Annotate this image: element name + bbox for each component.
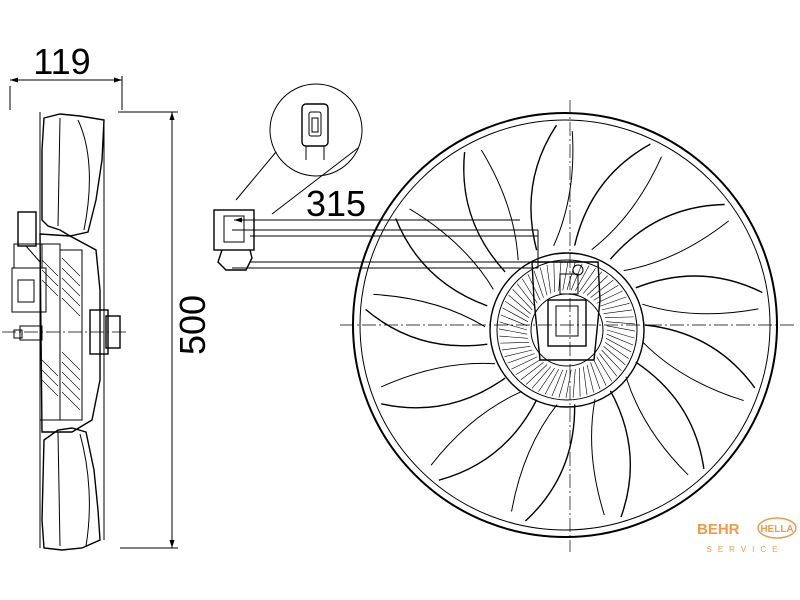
clutch-cooling-fin (606, 321, 635, 325)
fan-blade-leading-edge (381, 377, 506, 409)
clutch-cooling-fin (499, 335, 528, 339)
behr-logo-text: BEHR (697, 521, 740, 538)
clutch-cooling-fin (565, 369, 572, 399)
fan-blade-leading-edge (365, 308, 488, 347)
hella-logo-oval (757, 517, 797, 539)
clutch-cooling-fin (500, 342, 529, 344)
hella-logo-text: HELLA (760, 524, 793, 535)
fan-blade-leading-edge (635, 361, 705, 470)
clutch-cooling-fin (516, 283, 535, 307)
clutch-cooling-fin (540, 267, 548, 296)
fan-blade-leading-edge (573, 143, 651, 246)
clutch-cooling-fin (499, 321, 528, 331)
clutch-cooling-fin (606, 325, 636, 332)
clutch-cooling-fin (605, 338, 632, 353)
fan-blade-leading-edge (635, 275, 763, 294)
side-view: 119 500 (2, 41, 213, 551)
fan-blade-leading-edge (463, 151, 506, 273)
clutch-cooling-fin (575, 265, 590, 292)
fan-blade-trailing-edge (409, 208, 494, 290)
clutch-cooling-fin (603, 309, 633, 315)
clutch-cooling-fin (599, 353, 618, 377)
fan-blade-trailing-edge (430, 391, 522, 466)
clutch-cooling-fin (498, 328, 528, 335)
fan-blade-trailing-edge (642, 342, 744, 402)
clutch-cooling-fin (579, 368, 581, 397)
clutch-cooling-fin (558, 369, 568, 398)
clutch-cooling-fin (596, 290, 623, 304)
clutch-cooling-fin (596, 356, 612, 382)
fan-blade-leading-edge (438, 399, 538, 481)
clutch-cooling-fin (544, 368, 559, 395)
fan-blade-trailing-edge (380, 362, 496, 388)
service-logo-text: SERVICE (707, 545, 784, 554)
clutch-cooling-fin (504, 349, 533, 357)
clutch-cooling-fin (586, 364, 594, 393)
clutch-cooling-fin (606, 329, 635, 339)
clutch-cooling-fin (522, 278, 538, 304)
fan-blade-trailing-edge (591, 156, 662, 250)
fan-blade-trailing-edge (373, 293, 486, 328)
clutch-cooling-fin (538, 367, 555, 392)
fan-blade-trailing-edge (480, 149, 519, 261)
clutch-cooling-fin (520, 362, 544, 381)
clutch-cooling-fin (601, 349, 622, 372)
clutch-cooling-fin (515, 359, 541, 375)
dimension-depth-label: 119 (33, 41, 90, 82)
clutch-cooling-fin (582, 366, 588, 396)
clutch-cooling-fin (512, 288, 533, 311)
front-view: 315 (213, 100, 795, 552)
clutch-cooling-fin (590, 279, 614, 298)
clutch-cooling-fin (525, 364, 548, 385)
clutch-cooling-fin (593, 285, 619, 301)
brand-logo: BEHR HELLA SERVICE (697, 517, 797, 554)
clutch-cooling-fin (593, 359, 607, 386)
clutch-cooling-fin (527, 274, 541, 301)
fan-blade-trailing-edge (553, 131, 574, 247)
clutch-cooling-fin (605, 316, 634, 318)
clutch-cooling-fin (501, 345, 531, 351)
fan-blade-leading-edge (530, 124, 558, 251)
fan-blade-trailing-edge (511, 404, 558, 512)
fan-blade-trailing-edge (591, 399, 605, 516)
clutch-cooling-fin (579, 268, 596, 293)
clutch-cooling-fin (603, 346, 626, 366)
clutch-cooling-fin (551, 369, 564, 397)
clutch-cooling-fin (553, 263, 555, 292)
clutch-cooling-fin (562, 261, 569, 291)
clutch-cooling-fin (533, 270, 544, 298)
clutch-cooling-fin (586, 275, 609, 296)
clutch-cooling-fin (590, 362, 601, 390)
fan-blade-leading-edge (524, 404, 576, 522)
clutch-cooling-fin (500, 314, 528, 327)
clutch-cooling-fin (531, 366, 551, 389)
fan-blade-trailing-edge (625, 376, 689, 476)
clutch-cooling-fin (599, 296, 627, 307)
dimension-reach-label: 315 (306, 183, 366, 224)
clutch-cooling-fin (508, 294, 531, 314)
clutch-cooling-fin (604, 342, 629, 359)
dimension-diameter-label: 500 (172, 295, 213, 355)
fan-blade-trailing-edge (623, 220, 729, 272)
fan-blade-leading-edge (609, 203, 725, 260)
clutch-cooling-fin (572, 369, 576, 398)
clutch-cooling-fin (502, 307, 529, 322)
clutch-cooling-fin (570, 263, 583, 291)
clutch-cooling-fin (601, 303, 630, 311)
connector-detail (235, 83, 363, 215)
clutch-cooling-fin (507, 353, 535, 364)
fan-blade-leading-edge (395, 218, 488, 307)
fan-blade-leading-edge (644, 324, 756, 389)
fan-blade-trailing-edge (642, 303, 759, 315)
clutch-cooling-fin (606, 333, 634, 346)
clutch-cooling-fin (546, 264, 552, 294)
fan-blade-leading-edge (609, 390, 632, 518)
clutch-cooling-fin (511, 356, 538, 370)
clutch-cooling-fin (505, 301, 530, 318)
